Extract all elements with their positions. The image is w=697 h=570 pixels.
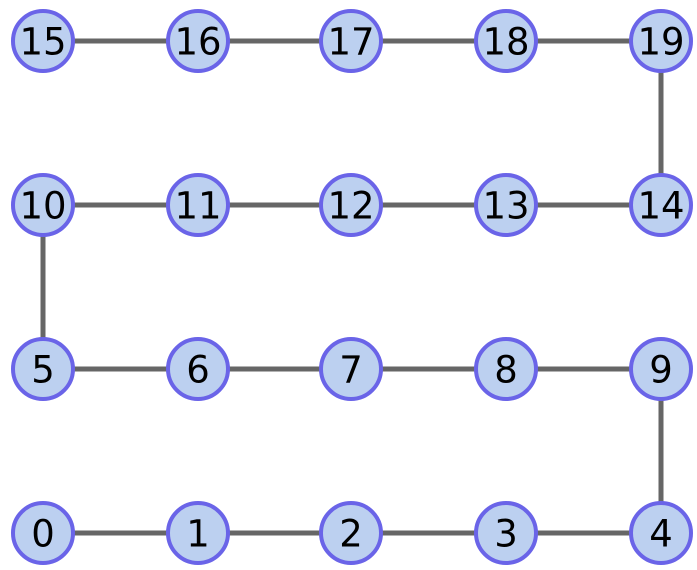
graph-node[interactable]: 18 — [474, 9, 538, 73]
graph-node-circle[interactable] — [629, 173, 693, 237]
graph-node-label: 14 — [637, 185, 684, 228]
graph-node-circle[interactable] — [629, 501, 693, 565]
graph-node-circle[interactable] — [166, 501, 230, 565]
graph-node-circle[interactable] — [474, 337, 538, 401]
graph-node-label: 13 — [482, 185, 529, 228]
graph-node-label: 7 — [339, 349, 363, 392]
graph-node-circle[interactable] — [11, 173, 75, 237]
graph-node-label: 2 — [339, 513, 363, 556]
graph-node[interactable]: 9 — [629, 337, 693, 401]
graph-node-label: 18 — [482, 21, 529, 64]
graph-node-label: 15 — [19, 21, 66, 64]
graph-node[interactable]: 10 — [11, 173, 75, 237]
graph-node[interactable]: 17 — [319, 9, 383, 73]
graph-node[interactable]: 12 — [319, 173, 383, 237]
graph-node-label: 10 — [19, 185, 66, 228]
graph-node[interactable]: 0 — [11, 501, 75, 565]
graph-node-label: 17 — [327, 21, 374, 64]
graph-node[interactable]: 19 — [629, 9, 693, 73]
graph-node-circle[interactable] — [319, 173, 383, 237]
graph-node[interactable]: 2 — [319, 501, 383, 565]
graph-node-label: 11 — [174, 185, 221, 228]
graph-node-circle[interactable] — [474, 9, 538, 73]
graph-node-label: 16 — [174, 21, 221, 64]
graph-node[interactable]: 6 — [166, 337, 230, 401]
graph-node-label: 12 — [327, 185, 374, 228]
graph-node-circle[interactable] — [166, 337, 230, 401]
graph-node-label: 6 — [186, 349, 210, 392]
graph-node[interactable]: 7 — [319, 337, 383, 401]
graph-node[interactable]: 4 — [629, 501, 693, 565]
graph-node[interactable]: 3 — [474, 501, 538, 565]
graph-node-label: 5 — [31, 349, 55, 392]
graph-node-circle[interactable] — [474, 501, 538, 565]
graph-node[interactable]: 13 — [474, 173, 538, 237]
graph-node-label: 1 — [186, 513, 210, 556]
graph-node-label: 0 — [31, 513, 55, 556]
graph-node-label: 19 — [637, 21, 684, 64]
graph-node[interactable]: 11 — [166, 173, 230, 237]
graph-node-label: 3 — [494, 513, 518, 556]
graph-node-label: 4 — [649, 513, 673, 556]
graph-node-circle[interactable] — [319, 501, 383, 565]
graph-node-circle[interactable] — [629, 337, 693, 401]
graph-node-circle[interactable] — [319, 337, 383, 401]
graph-node[interactable]: 15 — [11, 9, 75, 73]
graph-node[interactable]: 16 — [166, 9, 230, 73]
graph-node-label: 8 — [494, 349, 518, 392]
graph-node-circle[interactable] — [166, 9, 230, 73]
graph-node-circle[interactable] — [474, 173, 538, 237]
edge-layer — [40, 38, 664, 536]
graph-node[interactable]: 8 — [474, 337, 538, 401]
graph-node-label: 9 — [649, 349, 673, 392]
graph-node-circle[interactable] — [11, 501, 75, 565]
graph-node-circle[interactable] — [11, 337, 75, 401]
graph-node-circle[interactable] — [629, 9, 693, 73]
graph-node-circle[interactable] — [166, 173, 230, 237]
graph-node[interactable]: 14 — [629, 173, 693, 237]
graph-node[interactable]: 5 — [11, 337, 75, 401]
graph-node[interactable]: 1 — [166, 501, 230, 565]
graph-node-circle[interactable] — [319, 9, 383, 73]
graph-node-circle[interactable] — [11, 9, 75, 73]
